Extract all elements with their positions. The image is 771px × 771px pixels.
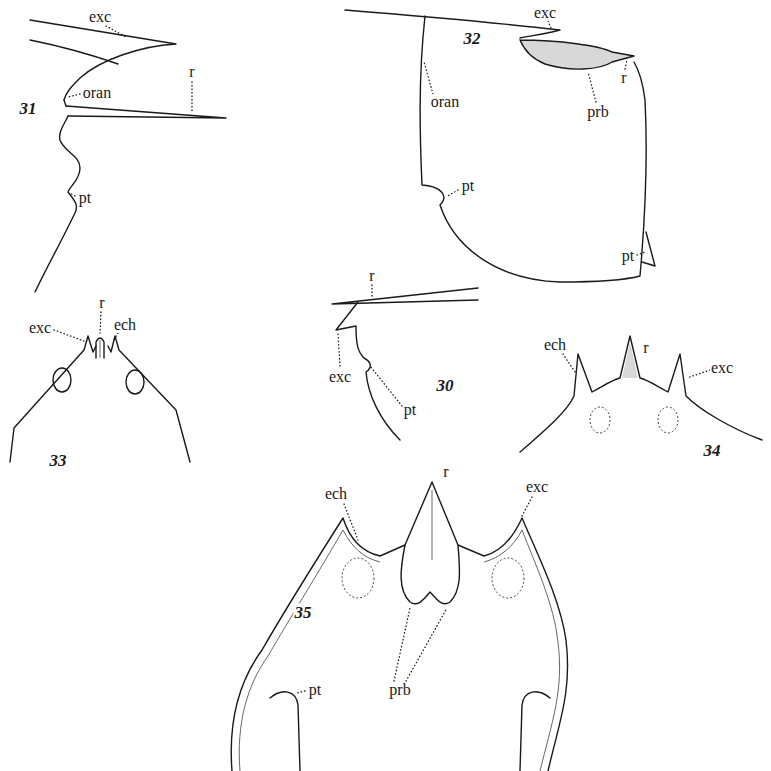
leader-line [370,366,402,406]
carapace-outline [35,100,80,292]
eye-socket [658,407,678,433]
part-label: ech [324,486,348,502]
leader-line [191,82,192,112]
part-label: oran [82,85,112,101]
leader-line [54,330,84,341]
part-label: exc [328,369,352,385]
carapace-inner-edge [239,530,559,771]
leader-line [106,26,126,37]
part-label: r [368,268,375,284]
part-label: exc [28,320,52,336]
part-label: pt [621,248,635,264]
leader-line [338,334,340,366]
leader-line [70,193,75,196]
figure-33 [10,312,190,462]
part-label: pt [403,402,417,418]
part-label: exc [710,360,734,376]
rostrum [332,288,478,304]
part-label: exc [525,479,549,495]
prb-lobe-outline [520,40,634,69]
figure-number: 33 [49,452,68,469]
part-label: pt [461,178,475,194]
prb-lobes [401,545,459,604]
carapace-outline [520,336,762,452]
figure-35 [231,482,567,771]
part-label: r [620,70,627,86]
leader-line [394,608,410,681]
figure-34 [520,336,762,452]
rostrum-shading [622,342,638,378]
carapace-edge [30,40,118,64]
pt-notch [520,692,550,771]
leader-line [563,354,575,372]
figure-number: 34 [703,442,722,459]
eye-socket [590,407,610,433]
figure-number: 31 [19,100,38,117]
leader-line [548,21,551,28]
part-label: ech [113,317,137,333]
carapace-outline [231,482,567,771]
eye-socket [126,370,144,394]
eye-socket [53,368,71,392]
part-label: r [98,295,105,311]
figure-30 [332,285,478,440]
rostrum-midline [100,340,101,358]
figure-number: 35 [294,604,313,621]
leader-line [687,370,710,378]
part-label: pt [78,190,92,206]
figure-31 [30,20,226,292]
carapace-outline [10,336,190,462]
leader-line [344,504,358,540]
leader-line [100,312,101,333]
part-label: exc [533,5,557,21]
pt-spine [642,232,655,266]
leader-line [297,691,305,693]
carapace-outline [420,16,646,282]
leader-line [522,497,532,516]
rostrum [96,338,104,358]
figure-32 [345,10,655,282]
part-label: oran [430,94,460,110]
part-label: exc [88,9,112,25]
rostrum [66,106,226,118]
leader-line [424,62,433,94]
part-label: r [188,64,195,80]
exc-spine [30,20,176,100]
part-label: ech [543,337,567,353]
pt-notch [270,692,300,771]
part-label: r [642,340,649,356]
part-label: pt [308,682,322,698]
eye-socket [342,558,374,598]
leader-line [371,285,372,296]
part-label: r [442,464,449,480]
prb-lobe [520,40,634,69]
leader-line [446,190,458,197]
part-label: prb [388,682,411,698]
eye-socket [492,558,524,598]
leader-line [588,72,596,102]
leader-line [68,94,80,97]
leader-line [637,252,645,255]
leader-line [625,60,627,69]
figure-number: 30 [436,377,455,394]
part-label: prb [586,104,609,120]
exc-spine [345,10,560,38]
leader-line [406,608,447,681]
figure-number: 32 [463,30,482,47]
leader-line [114,333,118,340]
rostrum-midline [432,490,433,560]
